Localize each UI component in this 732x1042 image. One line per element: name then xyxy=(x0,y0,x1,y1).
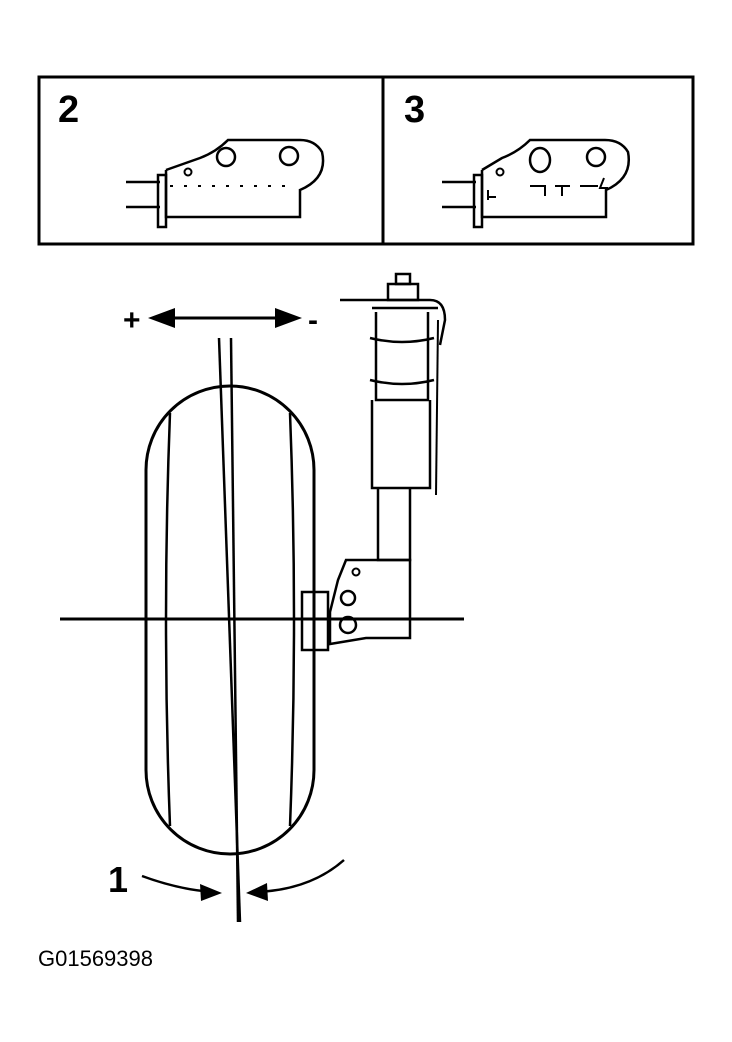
callout-3: 3 xyxy=(404,89,425,131)
callout-1: 1 xyxy=(108,859,128,900)
figure-code: G01569398 xyxy=(38,946,153,971)
plus-sign: + xyxy=(123,304,141,337)
camber-angle-arrows xyxy=(141,859,345,901)
minus-sign: - xyxy=(308,304,318,337)
bracket-detail-3 xyxy=(442,138,630,229)
wheel-centerline xyxy=(217,337,242,923)
camber-direction-arrow xyxy=(148,308,302,328)
bracket-detail-2 xyxy=(126,138,325,229)
callout-2: 2 xyxy=(58,89,79,131)
detail-panels: 2 3 xyxy=(37,75,695,246)
strut-assembly xyxy=(300,272,447,652)
detail-panel-frame xyxy=(37,75,695,246)
